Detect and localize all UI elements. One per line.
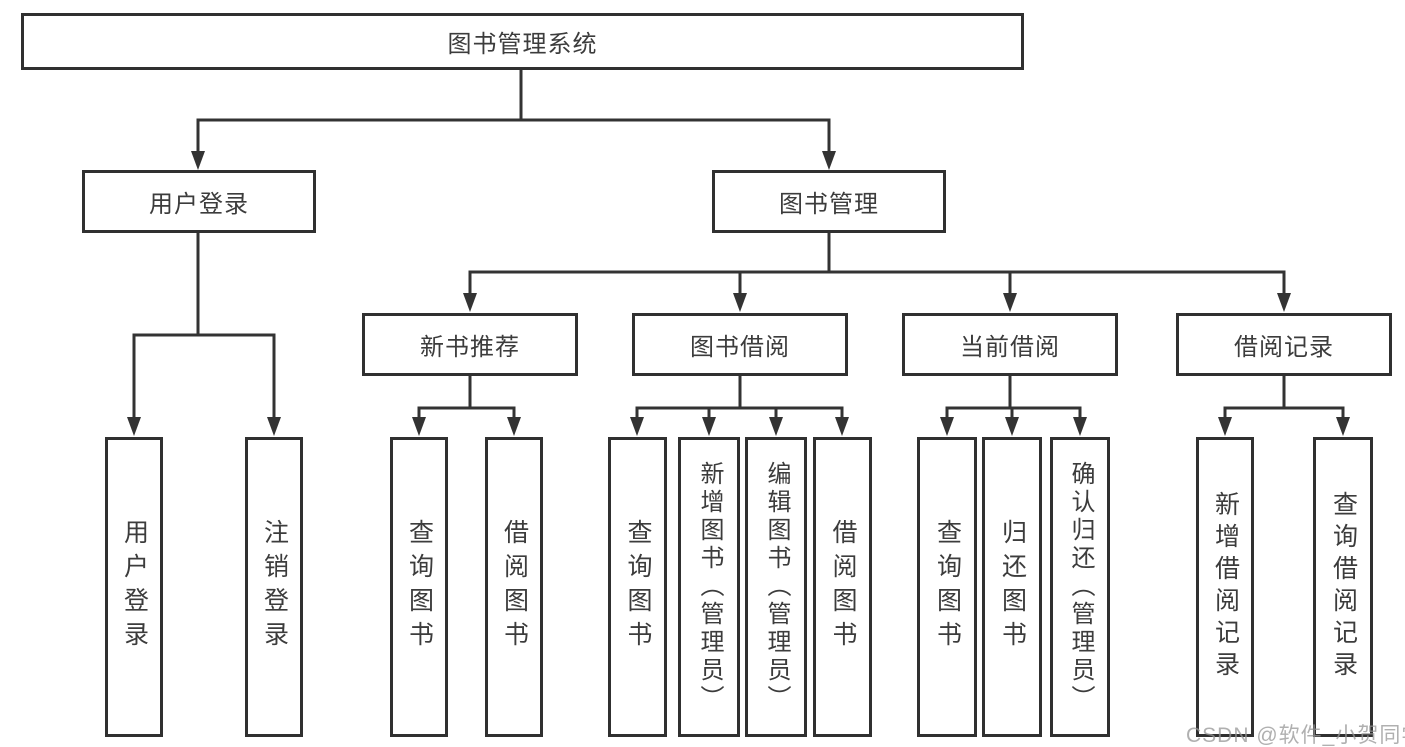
leaf-user-login: 用户登录 — [105, 437, 163, 737]
node-book-management-label: 图书管理 — [779, 191, 879, 218]
node-root: 图书管理系统 — [21, 13, 1024, 70]
node-borrowing-records: 借阅记录 — [1176, 313, 1392, 376]
connector-new-book-recommend-to-leaves — [412, 374, 521, 436]
leaf-add-book-admin: 新增图书（管理员） — [678, 437, 740, 737]
leaf-user-login-label: 用户登录 — [120, 519, 149, 655]
connector-root-to-level2 — [191, 68, 836, 170]
leaf-confirm-return-admin-label: 确认归还（管理员） — [1067, 461, 1094, 713]
leaf-edit-book-admin: 编辑图书（管理员） — [745, 437, 807, 737]
leaf-borrow-books-recommend-label: 借阅图书 — [500, 519, 529, 655]
leaf-query-borrow-record: 查询借阅记录 — [1313, 437, 1373, 737]
leaf-borrow-books-borrowing-label: 借阅图书 — [829, 519, 857, 655]
leaf-borrow-books-recommend: 借阅图书 — [485, 437, 543, 737]
connector-book-management-to-level3 — [463, 231, 1291, 312]
leaf-return-books: 归还图书 — [982, 437, 1042, 737]
leaf-return-books-label: 归还图书 — [998, 519, 1027, 655]
node-root-label: 图书管理系统 — [447, 31, 598, 58]
node-user-login-label: 用户登录 — [149, 191, 249, 218]
leaf-add-borrow-record-label: 新增借阅记录 — [1211, 491, 1240, 683]
leaf-query-books-borrowing: 查询图书 — [608, 437, 667, 737]
leaf-query-books-recommend: 查询图书 — [390, 437, 448, 737]
leaf-logout-login-label: 注销登录 — [260, 519, 289, 655]
leaf-query-books-recommend-label: 查询图书 — [405, 519, 434, 655]
node-new-book-recommend: 新书推荐 — [362, 313, 578, 376]
node-book-borrowing-label: 图书借阅 — [690, 334, 790, 361]
node-user-login: 用户登录 — [82, 170, 316, 233]
leaf-borrow-books-borrowing: 借阅图书 — [813, 437, 872, 737]
leaf-logout-login: 注销登录 — [245, 437, 303, 737]
leaf-query-books-current: 查询图书 — [917, 437, 977, 737]
node-current-borrowing-label: 当前借阅 — [960, 334, 1060, 361]
connector-current-borrowing-to-leaves — [940, 374, 1087, 436]
leaf-add-borrow-record: 新增借阅记录 — [1196, 437, 1254, 737]
watermark-text: CSDN @软件_小贺同学 — [1186, 724, 1405, 747]
leaf-add-book-admin-label: 新增图书（管理员） — [696, 461, 723, 713]
leaf-confirm-return-admin: 确认归还（管理员） — [1050, 437, 1110, 737]
leaf-query-books-current-label: 查询图书 — [933, 519, 962, 655]
connector-borrowing-records-to-leaves — [1218, 374, 1350, 436]
node-current-borrowing: 当前借阅 — [902, 313, 1118, 376]
leaf-query-books-borrowing-label: 查询图书 — [624, 519, 652, 655]
connector-book-borrowing-to-leaves — [630, 374, 849, 436]
leaf-query-borrow-record-label: 查询借阅记录 — [1329, 491, 1358, 683]
connector-user-login-to-leaves — [127, 231, 281, 436]
node-book-management: 图书管理 — [712, 170, 946, 233]
node-new-book-recommend-label: 新书推荐 — [420, 334, 520, 361]
leaf-edit-book-admin-label: 编辑图书（管理员） — [763, 461, 790, 713]
node-book-borrowing: 图书借阅 — [632, 313, 848, 376]
node-borrowing-records-label: 借阅记录 — [1234, 334, 1334, 361]
